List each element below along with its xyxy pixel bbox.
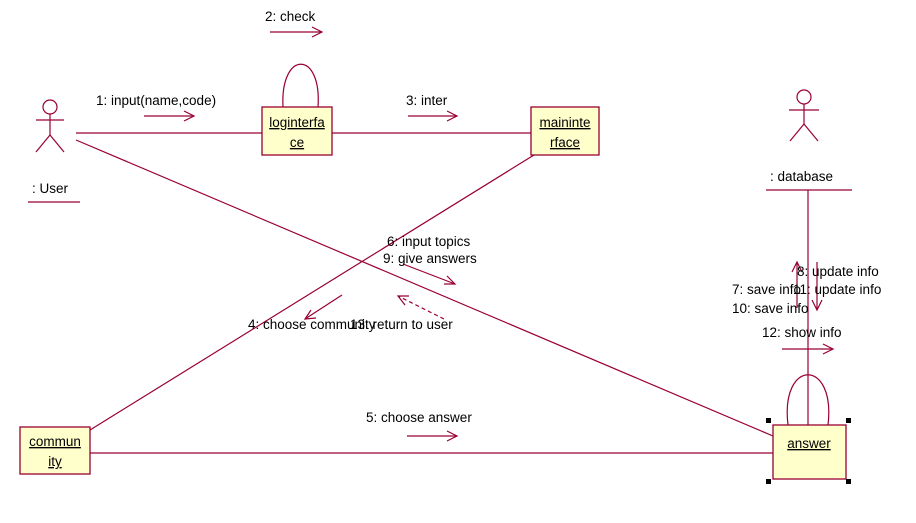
arrow-save-info — [811, 262, 823, 312]
answer-object[interactable]: answer — [772, 424, 847, 480]
arrow-input-topics — [402, 263, 457, 285]
user-actor-icon[interactable] — [35, 99, 65, 153]
loginterface-object[interactable]: loginterfa ce — [261, 106, 333, 156]
arrow-choose-community — [303, 294, 343, 320]
message-label-return-to-user: 13: return to user — [350, 317, 453, 332]
database-actor-icon[interactable] — [789, 89, 819, 142]
arrow-inter — [408, 110, 459, 122]
loginterface-label-line1: loginterfa — [269, 115, 325, 130]
message-label-inter: 3: inter — [406, 93, 448, 108]
maininterface-label-line1: maininte — [539, 115, 590, 130]
answer-selection-handles[interactable] — [766, 418, 851, 484]
message-label-update-info: 8: update info — [797, 264, 879, 279]
message-label-give-answers: 9: give answers — [383, 251, 477, 266]
community-object[interactable]: commun ity — [19, 426, 91, 475]
maininterface-label-line2: rface — [550, 135, 580, 150]
maininterface-object[interactable]: maininte rface — [530, 106, 600, 156]
message-label-show-info: 12: show info — [762, 325, 842, 340]
link-user-answer — [75, 139, 774, 437]
community-label-line2: ity — [48, 454, 62, 469]
database-actor-label: : database — [770, 169, 833, 184]
user-actor-label: : User — [32, 181, 69, 196]
message-label-choose-answer: 5: choose answer — [366, 410, 472, 425]
message-label-save-info-10: 10: save info — [732, 301, 809, 316]
arrow-input-name-code — [144, 110, 196, 122]
answer-label: answer — [787, 436, 831, 451]
message-label-choose-community: 4: choose community — [248, 317, 376, 332]
message-label-save-info: 7: save info — [732, 282, 801, 297]
message-label-check: 2: check — [265, 9, 316, 24]
arrow-check — [270, 26, 324, 38]
message-label-update-info-11: 11: update info — [793, 282, 881, 297]
community-label-line1: commun — [29, 434, 81, 449]
message-label-input-name-code: 1: input(name,code) — [96, 93, 216, 108]
message-label-input-topics: 6: input topics — [387, 234, 471, 249]
arrow-show-info — [782, 343, 835, 355]
self-loop-loginterface — [282, 63, 319, 108]
arrow-update-info — [791, 260, 803, 308]
link-maininterface-community — [89, 154, 535, 431]
self-loop-answer — [786, 374, 830, 426]
arrow-choose-answer — [407, 430, 459, 442]
arrow-return-to-user — [396, 295, 445, 320]
loginterface-label-line2: ce — [290, 135, 304, 150]
